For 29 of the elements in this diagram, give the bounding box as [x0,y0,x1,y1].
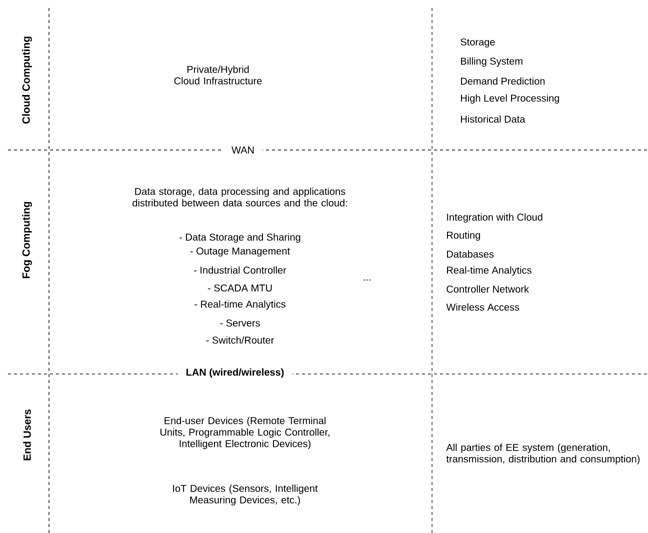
list-item: High Level Processing [461,94,560,104]
cell-text: All parties of EE system (generation, transmission, distribution and consumption) [446,444,640,464]
list-item: Controller Network [446,285,529,293]
cell-text: Data storage, data processing and applications distributed between data sources and the cloud: [132,188,347,206]
list-item: Billing System [461,57,522,67]
list-item: Databases [447,250,494,258]
network-label: LAN (wired/wireless) [178,365,292,381]
list-item: Demand Prediction [461,77,545,85]
section-title: Fog Computing [22,202,32,278]
list-item: Historical Data [461,115,526,123]
list-item: Storage [460,38,495,48]
ellipsis: ... [364,279,370,281]
list-item: Wireless Access [446,303,520,311]
section-title: Cloud Computing [22,36,32,124]
section-title: End Users [23,409,31,460]
list-item: - Outage Management [190,247,290,257]
list-item: - Data Storage and Sharing [180,233,300,243]
list-item: - SCADA MTU [208,284,272,292]
cell-text: End-user Devices (Remote Terminal Units, Programmable Logic Controller, Intelligent Electronic Devices) [160,416,330,450]
list-item: - Industrial Controller [194,266,286,274]
list-item: Routing [447,231,480,241]
list-item: - Real-time Analytics [194,300,286,310]
list-item: Real-time Analytics [447,266,532,276]
cell-text: Private/Hybrid Cloud Infrastructure [174,66,262,84]
cell-text: IoT Devices (Sensors, Intelligent Measuring Devices, etc.) [173,484,318,506]
list-item: - Switch/Router [206,336,274,344]
network-label: WAN [224,143,262,157]
list-item: - Servers [220,319,260,327]
list-item: Integration with Cloud [447,213,542,223]
